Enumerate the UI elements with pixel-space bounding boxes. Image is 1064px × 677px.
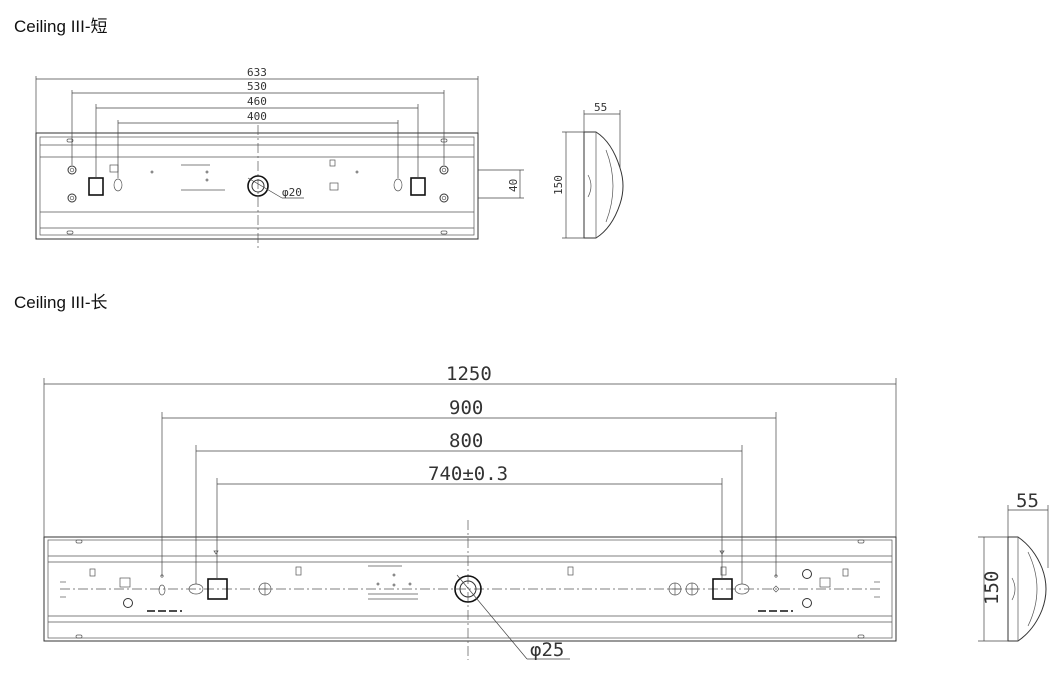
diagram-title-short: Ceiling III-短	[14, 17, 108, 36]
dim-long-hole: φ25	[530, 639, 564, 661]
dim-short-d2: 460	[247, 95, 267, 108]
dim-long-depth: 55	[1016, 490, 1039, 512]
dim-long-d2: 800	[449, 430, 483, 452]
long-side-view	[978, 505, 1049, 642]
dim-short-hole: φ20	[282, 186, 302, 199]
dim-short-offset: 40	[507, 179, 520, 192]
dim-short-overall: 633	[247, 66, 267, 79]
dim-long-d3: 740±0.3	[428, 463, 508, 485]
dim-short-depth: 55	[594, 101, 607, 114]
short-side-view	[562, 110, 624, 239]
dim-short-height: 150	[552, 175, 565, 195]
long-front-view	[43, 378, 897, 660]
dim-short-d3: 400	[247, 110, 267, 123]
dim-long-d1: 900	[449, 397, 483, 419]
dim-long-overall: 1250	[446, 363, 492, 385]
short-front-view	[35, 76, 524, 248]
dim-long-height: 150	[981, 571, 1003, 605]
dim-short-d1: 530	[247, 80, 267, 93]
diagram-title-long: Ceiling III-长	[14, 293, 108, 312]
